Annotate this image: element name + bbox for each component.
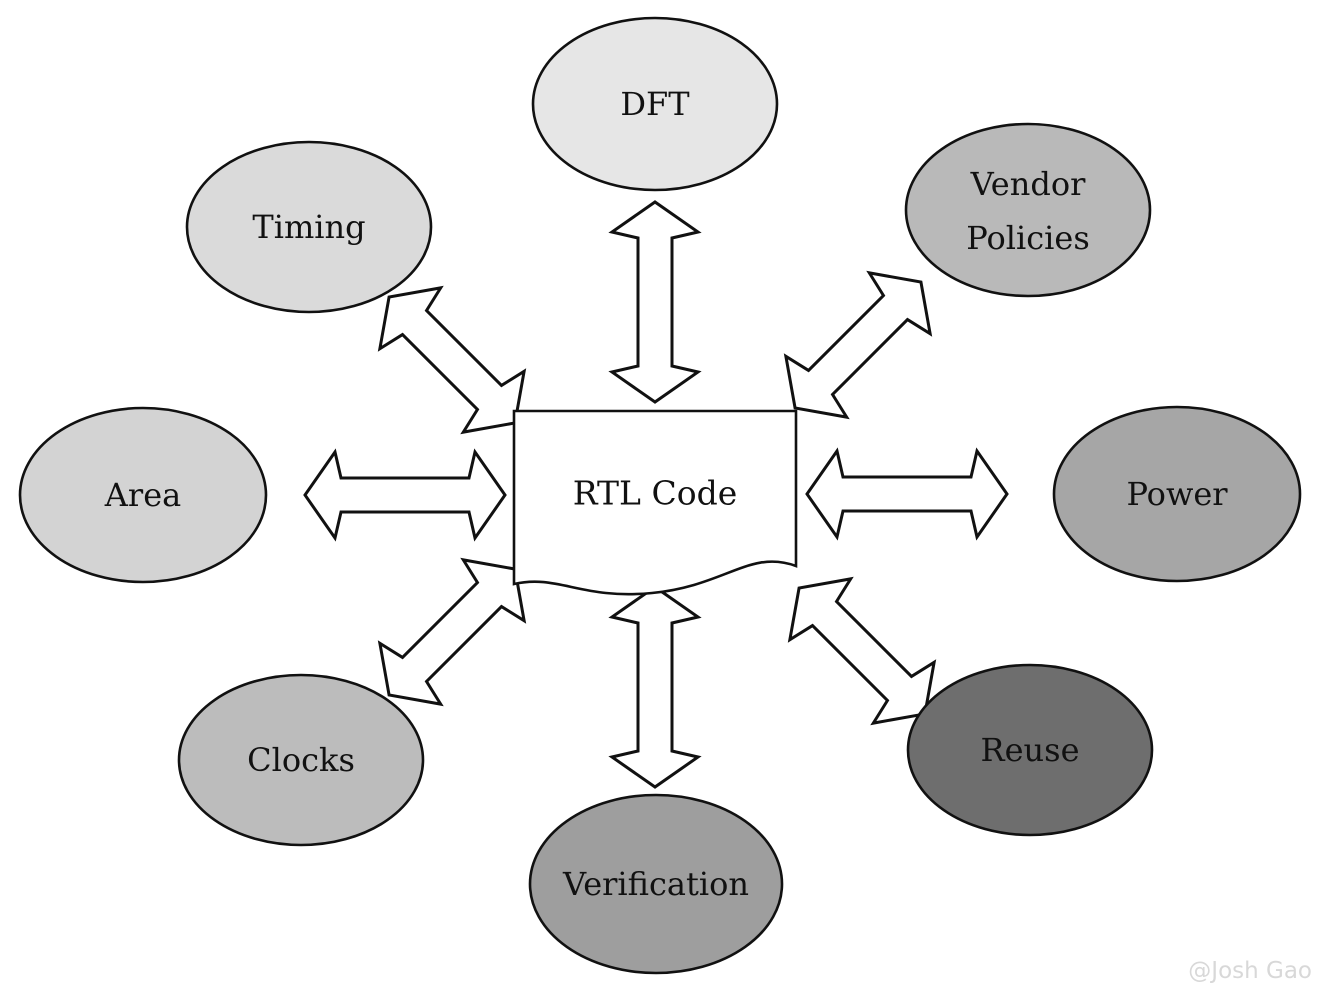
arrow-center-verification [610, 585, 700, 789]
arrow-center-area [303, 450, 507, 540]
arrow-center-dft [610, 200, 700, 404]
dft-label: DFT [620, 85, 690, 123]
node-dft: DFT [531, 16, 779, 192]
vendor-policies-label-line1: Vendor [970, 165, 1086, 203]
vendor-policies-label-line2: Policies [966, 219, 1089, 257]
timing-label: Timing [252, 208, 365, 246]
center-node-label: RTL Code [573, 474, 737, 513]
document-shape [512, 409, 798, 596]
reuse-ellipse [906, 663, 1154, 837]
node-clocks: Clocks [177, 673, 425, 847]
area-label: Area [104, 476, 181, 514]
verification-label: Verification [562, 865, 749, 903]
node-timing: Timing [185, 140, 433, 314]
power-ellipse [1052, 405, 1302, 583]
clocks-ellipse [177, 673, 425, 847]
timing-ellipse [185, 140, 433, 314]
node-area: Area [18, 406, 268, 584]
reuse-label: Reuse [981, 731, 1080, 769]
dft-ellipse [531, 16, 779, 192]
verification-ellipse [528, 793, 784, 975]
area-ellipse [18, 406, 268, 584]
node-power: Power [1052, 405, 1302, 583]
clocks-label: Clocks [247, 741, 355, 779]
vendor-policies-ellipse [904, 122, 1152, 298]
power-label: Power [1126, 475, 1228, 513]
center-node-rtl-code: RTL Code [512, 409, 798, 596]
node-vendor-policies: Vendor Policies [904, 122, 1152, 298]
arrow-center-power [805, 449, 1009, 539]
node-reuse: Reuse [906, 663, 1154, 837]
node-verification: Verification [528, 793, 784, 975]
watermark-credit: @Josh Gao [1188, 958, 1312, 984]
